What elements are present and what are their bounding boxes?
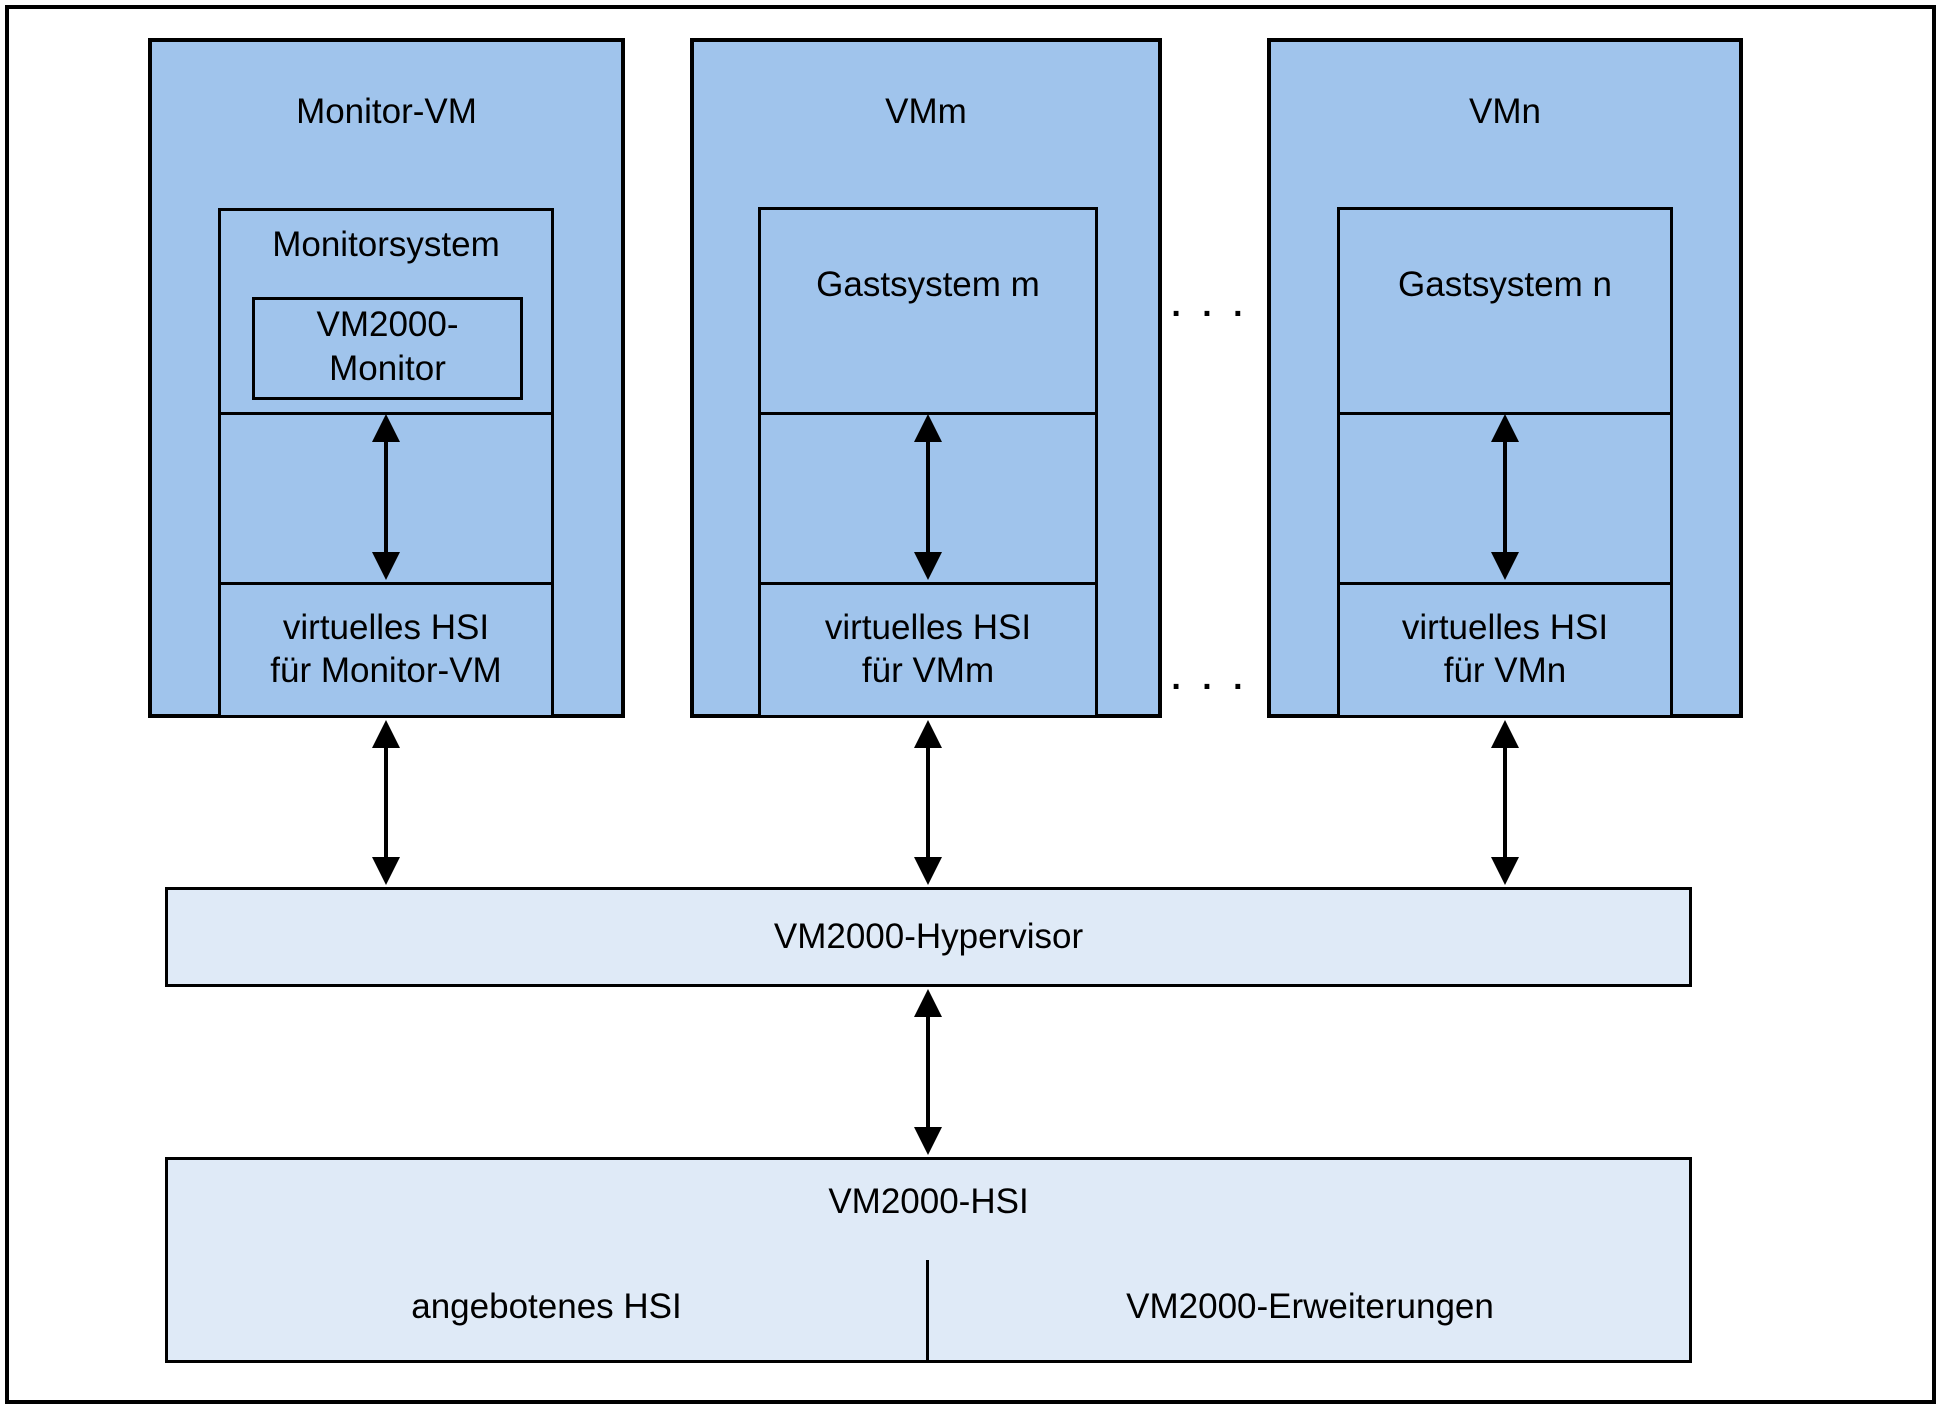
monitorsystem-label: Monitorsystem (272, 225, 500, 264)
vmm-divider-1 (758, 412, 1098, 415)
ellipsis-top: . . . (1171, 286, 1249, 324)
hypervisor-bar: VM2000-Hypervisor (165, 887, 1692, 987)
monitor-virtual-hsi-line2: für Monitor-VM (270, 651, 502, 690)
vm2000-monitor-box: VM2000- Monitor (252, 297, 523, 400)
vmn-divider-1 (1337, 412, 1673, 415)
vm2000-monitor-line2: Monitor (329, 349, 446, 388)
vm-title-vmn: VMn (1469, 92, 1541, 131)
monitor-virtual-hsi-line1: virtuelles HSI (282, 608, 490, 647)
monitor-divider-2 (218, 582, 554, 585)
vm-title-vmm: VMm (885, 92, 967, 131)
vmn-virtual-hsi-label: virtuelles HSI für VMn (1337, 606, 1673, 692)
ellipsis-bottom: . . . (1171, 659, 1249, 697)
monitor-virtual-hsi-label: virtuelles HSI für Monitor-VM (218, 606, 554, 692)
vmm-virtual-hsi-label: virtuelles HSI für VMm (758, 606, 1098, 692)
gastsystem-n-label: Gastsystem n (1398, 265, 1612, 304)
vmm-divider-2 (758, 582, 1098, 585)
hsi-left-label: angebotenes HSI (411, 1287, 682, 1326)
vmm-virtual-hsi-line1: virtuelles HSI (824, 608, 1032, 647)
vm-title-monitor: Monitor-VM (296, 92, 477, 131)
vmm-virtual-hsi-line2: für VMm (861, 651, 995, 690)
hsi-right-label: VM2000-Erweiterungen (1126, 1287, 1494, 1326)
hypervisor-label: VM2000-Hypervisor (773, 917, 1084, 956)
hsi-divider (926, 1260, 929, 1363)
gastsystem-m-label: Gastsystem m (816, 265, 1040, 304)
vmn-virtual-hsi-line1: virtuelles HSI (1401, 608, 1609, 647)
vm2000-monitor-line1: VM2000- (316, 305, 459, 344)
monitor-divider-1 (218, 412, 554, 415)
vmn-divider-2 (1337, 582, 1673, 585)
hsi-title: VM2000-HSI (828, 1182, 1029, 1221)
vmn-virtual-hsi-line2: für VMn (1443, 651, 1567, 690)
